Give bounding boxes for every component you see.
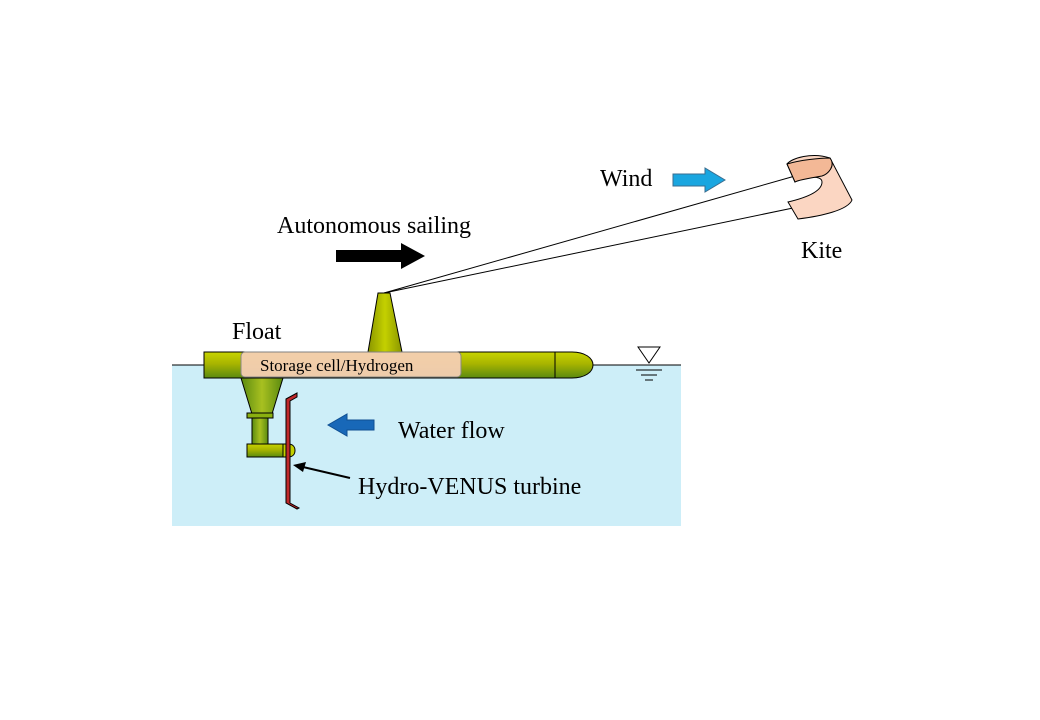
water-level-triangle-icon: [636, 346, 662, 381]
hydro-venus-turbine-blade: [285, 392, 301, 510]
storage-cell-label: Storage cell/Hydrogen: [260, 356, 414, 375]
mast: [367, 292, 403, 353]
storage-cell: [240, 351, 462, 378]
water-flow-label: Water flow: [398, 418, 505, 444]
wind-label: Wind: [600, 166, 652, 192]
turbine-pointer-arrow: [293, 462, 351, 479]
turbine-pod: [240, 377, 296, 458]
wind-arrow: [672, 167, 726, 193]
float-label: Float: [232, 319, 282, 345]
kite-shape: [786, 155, 853, 220]
kite-tethers: [383, 175, 796, 294]
sailing-direction-arrow: [336, 243, 425, 269]
turbine-label: Hydro-VENUS turbine: [358, 474, 581, 500]
kite-label: Kite: [801, 238, 842, 264]
autonomous-sailing-label: Autonomous sailing: [277, 213, 471, 239]
water-flow-arrow: [327, 413, 375, 437]
